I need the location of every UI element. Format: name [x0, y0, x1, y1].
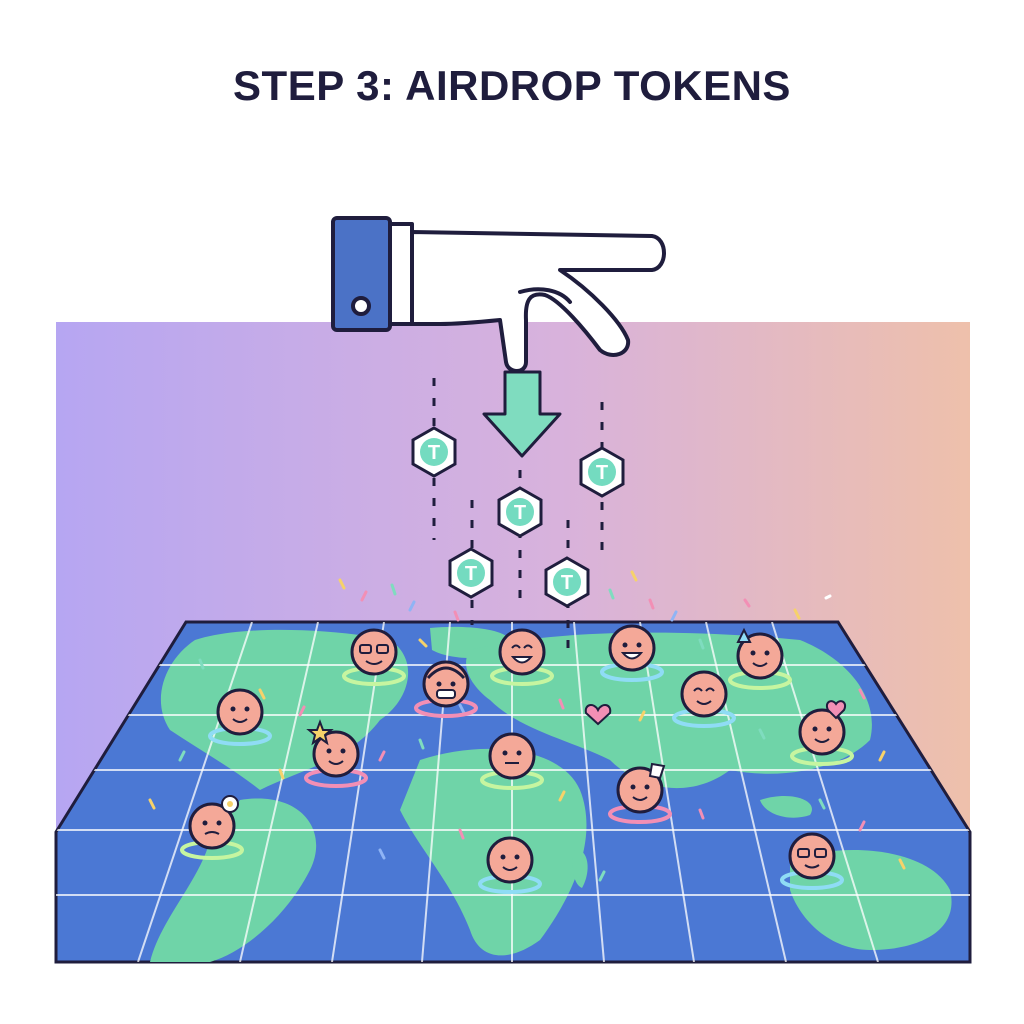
token-icon: T [544, 556, 590, 608]
user-avatar-icon [208, 688, 272, 746]
tokens: T T T T T [411, 426, 625, 608]
cuff-button [351, 296, 371, 316]
user-avatar-icon [480, 732, 544, 790]
user-avatar-icon [600, 624, 664, 682]
token-symbol: T [561, 572, 573, 594]
page-title: STEP 3: AIRDROP TOKENS [233, 62, 791, 109]
heart-icon [584, 704, 612, 726]
hand-icon [331, 216, 666, 373]
user-avatar-icon [180, 795, 244, 860]
token-icon: T [448, 547, 494, 599]
user-avatar-icon [608, 762, 672, 824]
user-avatar-icon [304, 719, 368, 788]
down-arrow-icon [482, 370, 562, 458]
user-avatar-icon [728, 627, 792, 690]
user-avatar-icon [672, 670, 736, 728]
token-symbol: T [596, 462, 608, 484]
user-avatar-icon [490, 628, 554, 686]
token-icon: T [579, 446, 625, 498]
token-symbol: T [514, 502, 526, 524]
confetti [148, 570, 906, 882]
sleeve-shirt [388, 222, 414, 326]
hand-palm [410, 230, 666, 373]
token-symbol: T [465, 563, 477, 585]
token-icon: T [411, 426, 457, 478]
user-avatar-icon [790, 700, 854, 766]
token-icon: T [497, 486, 543, 538]
user-avatar-icon [342, 628, 406, 686]
token-symbol: T [428, 442, 440, 464]
user-avatar-icon [780, 832, 844, 890]
user-avatar-icon [414, 660, 478, 718]
user-avatar-icon [478, 836, 542, 894]
user-avatars [180, 624, 854, 894]
